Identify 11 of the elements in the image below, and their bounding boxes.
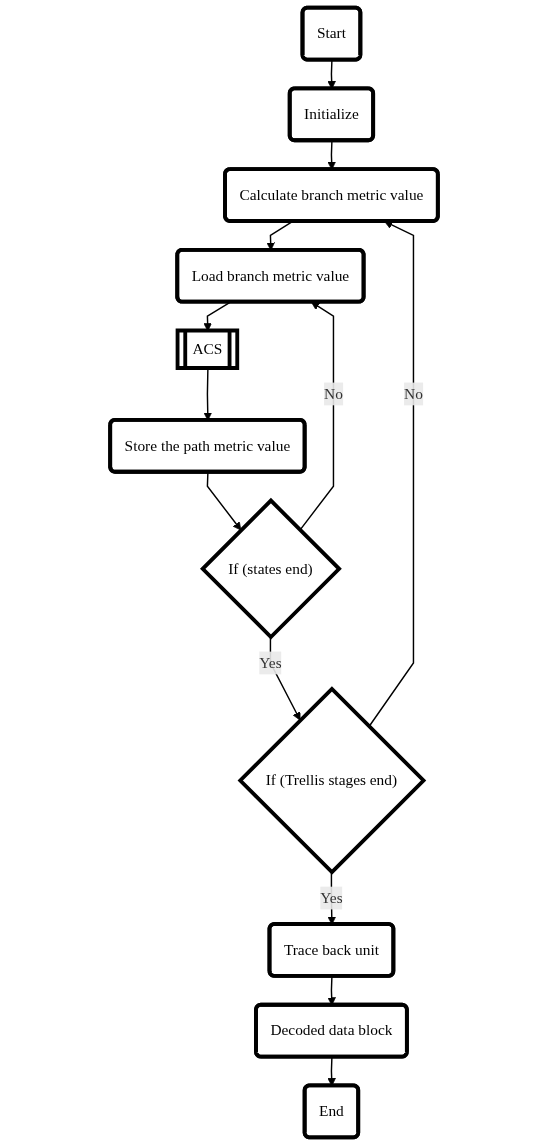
arrow bbox=[206, 471, 242, 531]
arrow bbox=[269, 636, 301, 721]
arrow bbox=[299, 301, 335, 531]
node-diamond: If (states end) bbox=[200, 497, 342, 640]
arrow bbox=[368, 220, 415, 728]
node-diamond: If (Trellis stages end) bbox=[237, 686, 427, 875]
edge-label: Yes bbox=[259, 654, 282, 671]
edge-label: No bbox=[324, 385, 343, 402]
edge-label: No bbox=[404, 385, 423, 402]
arrow bbox=[327, 140, 336, 170]
edge-label: Yes bbox=[320, 889, 343, 906]
